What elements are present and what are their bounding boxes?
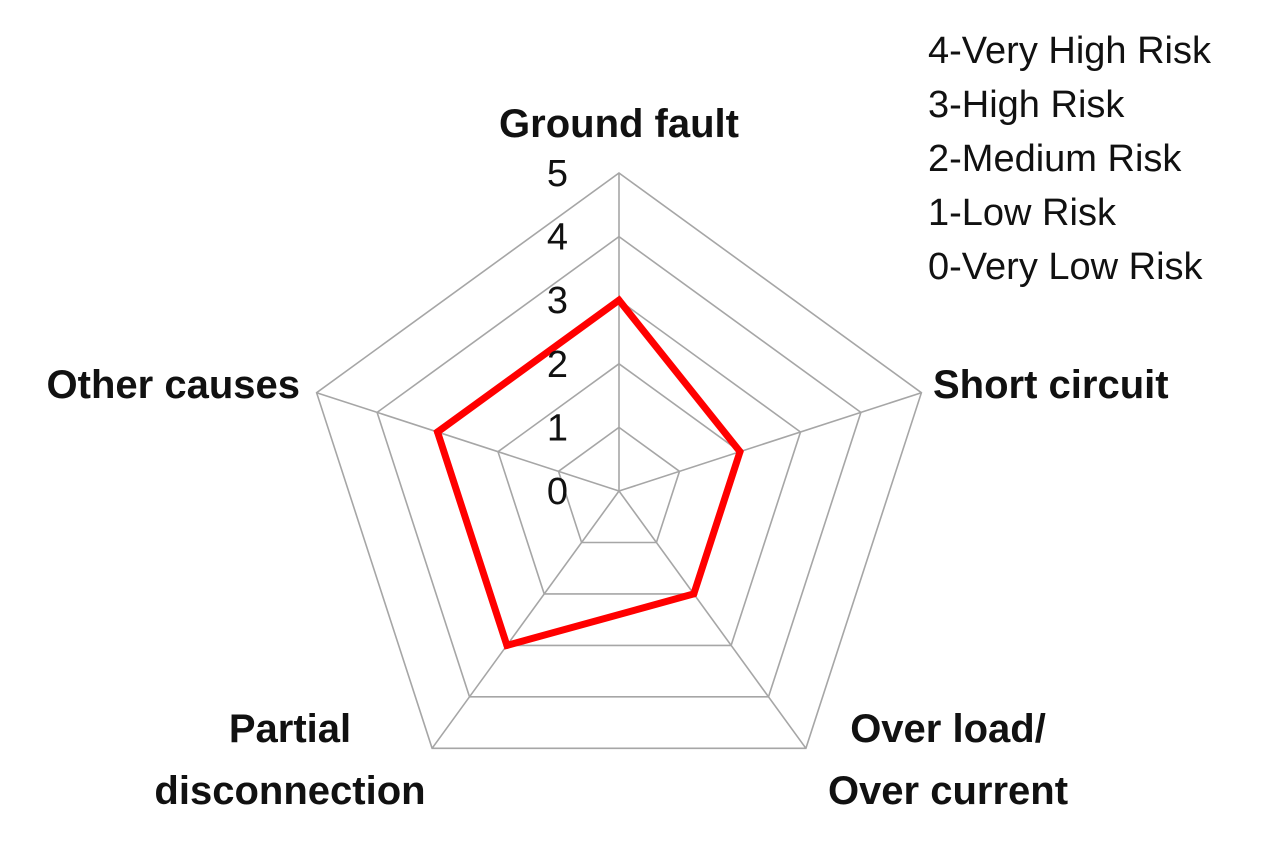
grid-ring-5 [315,172,923,750]
category-label: Ground fault [499,102,739,146]
data-point-2 [736,448,744,456]
tick-label: 2 [547,344,568,386]
grid-spoke-3 [618,490,807,749]
tick-label: 0 [547,471,568,513]
risk-level-4: 4-Very High Risk [928,30,1211,72]
tick-label: 4 [547,217,568,259]
grid-spoke-2 [618,391,922,492]
risk-level-3: 3-High Risk [928,84,1125,126]
grid-ring-4 [376,235,862,698]
risk-level-0: 0-Very Low Risk [928,246,1203,288]
data-point-4 [503,641,511,649]
tick-label: 5 [547,153,568,195]
series-layer [433,295,744,650]
tick-labels: 0 1 2 3 4 5 [547,153,568,513]
category-label: Over load/Over current [828,707,1068,813]
data-point-3 [690,590,698,598]
risk-level-1: 1-Low Risk [928,192,1116,234]
category-label: Other causes [47,363,300,407]
data-point-5 [434,428,441,436]
series-line-1 [433,295,744,650]
grid-ring-1 [557,426,681,544]
radar-grid [315,172,923,750]
grid-spoke-5 [316,391,620,492]
grid-spoke-4 [431,490,620,749]
tick-label: 1 [547,407,568,449]
category-label: Short circuit [933,363,1169,407]
data-point-1 [615,296,623,304]
grid-ring-2 [497,362,741,595]
tick-label: 3 [547,280,568,322]
risk-scale-legend: 4-Very High Risk 3-High Risk 2-Medium Ri… [928,24,1211,294]
risk-level-2: 2-Medium Risk [928,138,1182,180]
